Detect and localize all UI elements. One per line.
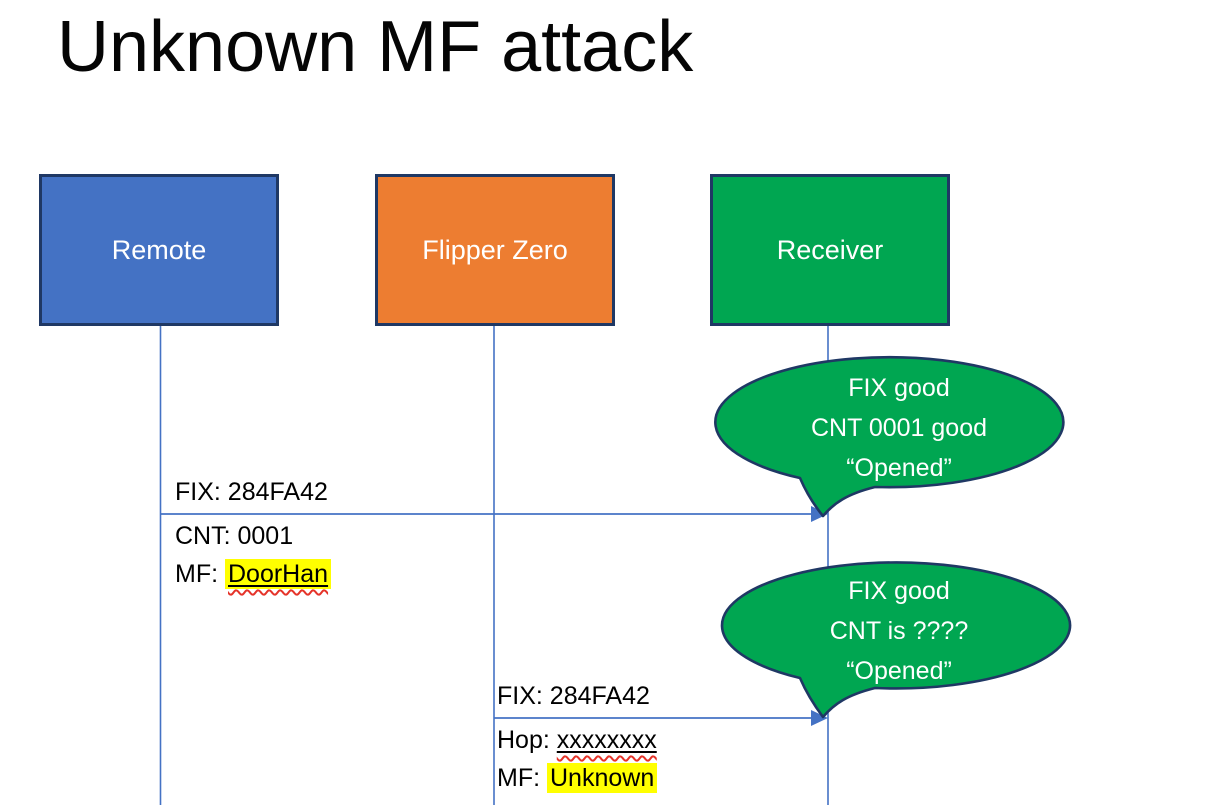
callout-2-text: FIX good CNT is ???? “Opened” xyxy=(725,571,1073,691)
callout-1-text: FIX good CNT 0001 good “Opened” xyxy=(725,368,1073,488)
callout-bubble-1 xyxy=(714,355,1065,518)
callout-1-line-1: FIX good xyxy=(848,374,950,402)
callout-1-line-2: CNT 0001 good xyxy=(810,414,988,442)
message-2-mf-value: Unknown xyxy=(547,763,658,793)
message-1-mf-value: DoorHan xyxy=(228,560,329,588)
message-arrow-1-head xyxy=(811,506,828,522)
actor-box-flipper-zero: Flipper Zero xyxy=(375,174,615,326)
message-1-mf-highlight: DoorHan xyxy=(225,559,332,589)
page-title: Unknown MF attack xyxy=(57,7,694,87)
message-2-hop-line: Hop: xxxxxxxx xyxy=(497,721,657,759)
actor-box-remote: Remote xyxy=(39,174,279,326)
actor-label-flipper-zero: Flipper Zero xyxy=(422,234,568,265)
message-arrow-2-head xyxy=(811,710,828,726)
callout-1-line-3: “Opened” xyxy=(846,454,952,482)
message-1-cnt-prefix: CNT: xyxy=(175,522,238,550)
actor-label-receiver: Receiver xyxy=(776,234,884,265)
message-1-fix-value: 284FA42 xyxy=(227,478,328,506)
callout-2-line-2: CNT is ???? xyxy=(829,617,969,645)
message-2-hop-squiggle: xxxxxxxx xyxy=(557,726,657,754)
message-1-cnt-value: 0001 xyxy=(237,522,294,550)
message-1-labels-below: CNT: 0001 MF: DoorHan xyxy=(175,517,332,593)
message-1-mf-prefix: MF: xyxy=(175,560,225,588)
message-1-cnt-line: CNT: 0001 xyxy=(175,517,331,555)
callout-2-line-3: “Opened” xyxy=(846,657,952,685)
message-1-mf-line: MF: DoorHan xyxy=(175,555,332,593)
message-2-fix-prefix: FIX: xyxy=(497,682,550,710)
actor-box-receiver: Receiver xyxy=(710,174,950,326)
message-2-hop-prefix: Hop: xyxy=(497,726,557,754)
actor-label-remote: Remote xyxy=(111,234,207,265)
message-1-label-above: FIX: 284FA42 xyxy=(175,477,328,507)
message-1-fix-prefix: FIX: xyxy=(175,478,228,506)
message-2-fix-value: 284FA42 xyxy=(549,682,650,710)
callout-2-line-1: FIX good xyxy=(848,577,950,605)
callout-bubble-2 xyxy=(720,561,1072,719)
message-2-label-above: FIX: 284FA42 xyxy=(497,681,650,711)
message-2-mf-prefix: MF: xyxy=(497,764,547,792)
message-2-mf-line: MF: Unknown xyxy=(497,759,658,797)
message-2-hop-value: xxxxxxxx xyxy=(556,726,657,754)
message-2-labels-below: Hop: xxxxxxxx MF: Unknown xyxy=(497,721,658,797)
